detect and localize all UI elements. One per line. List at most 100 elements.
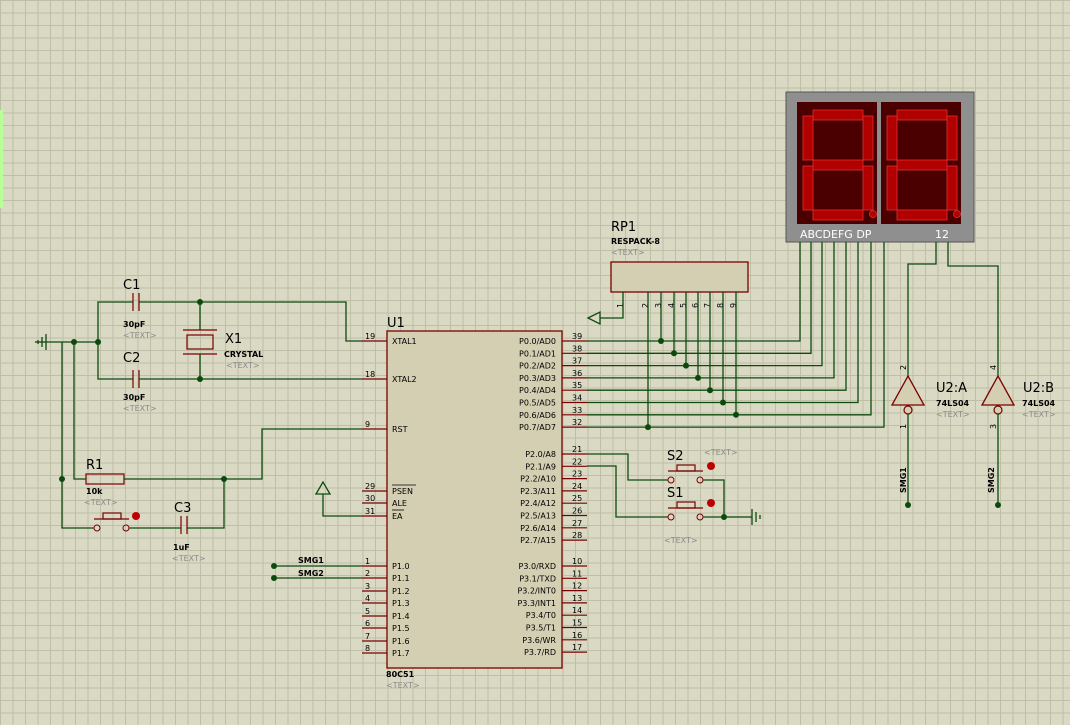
bus-wire bbox=[587, 242, 885, 428]
u1-pin-name: P0.3/AD3 bbox=[519, 374, 556, 383]
u2b-in-pin: 4 bbox=[989, 365, 998, 370]
u1-pin-number: 18 bbox=[365, 370, 375, 379]
u1-pin-number: 10 bbox=[572, 557, 582, 566]
u1-right-pins: 39P0.0/AD038P0.1/AD137P0.2/AD236P0.3/AD3… bbox=[517, 332, 587, 657]
segment bbox=[862, 115, 874, 161]
u1-pin-number: 2 bbox=[365, 569, 370, 578]
u1-pin-name: P0.6/AD6 bbox=[519, 411, 556, 420]
u1-pin-number: 34 bbox=[572, 394, 582, 403]
net-label-smg1: SMG1 bbox=[298, 556, 324, 565]
display-digits bbox=[802, 109, 961, 221]
u1-pin-number: 37 bbox=[572, 357, 582, 366]
s2-ref: S2 bbox=[667, 449, 684, 464]
ground-right-icon bbox=[740, 509, 761, 525]
selection-strip bbox=[0, 110, 3, 208]
u1-pin-name: P3.2/INT0 bbox=[517, 587, 556, 596]
rp1-pin-number: 6 bbox=[691, 303, 700, 308]
bus-wire bbox=[587, 242, 835, 379]
u1-pin-number: 11 bbox=[572, 569, 582, 578]
segment bbox=[886, 115, 898, 161]
u1-80c51[interactable]: U1 80C51 <TEXT> 19XTAL118XTAL29RST29PSEN… bbox=[362, 316, 587, 690]
u2b-inverter[interactable]: U2:B 74LS04 <TEXT> 4 3 bbox=[980, 365, 1056, 429]
u1-pin-name: XTAL2 bbox=[392, 375, 417, 384]
segment bbox=[896, 159, 948, 171]
u1-body[interactable] bbox=[386, 330, 563, 669]
u1-pin-name: PSEN bbox=[392, 487, 413, 496]
u1-text: <TEXT> bbox=[386, 681, 420, 690]
x1-value: CRYSTAL bbox=[224, 350, 263, 359]
u1-pin-name: P2.6/A14 bbox=[520, 524, 556, 533]
bus-wire bbox=[587, 242, 823, 367]
u1-pin-name: P1.5 bbox=[392, 624, 410, 633]
segment bbox=[802, 115, 814, 161]
u1-pin-number: 23 bbox=[572, 470, 582, 479]
decimal-point bbox=[869, 210, 877, 218]
u1-pin-name: P2.2/A10 bbox=[520, 475, 556, 484]
c1-capacitor[interactable]: C1 30pF <TEXT> bbox=[123, 278, 157, 340]
junction-dots bbox=[59, 299, 1001, 581]
bus-junction bbox=[695, 374, 701, 381]
c2-capacitor[interactable]: C2 30pF <TEXT> bbox=[123, 351, 157, 413]
bus-junction bbox=[733, 411, 739, 418]
u1-pin-name: P2.5/A13 bbox=[520, 512, 556, 521]
vcc-terminal-icon bbox=[314, 480, 332, 495]
u1-pin-name: P0.2/AD2 bbox=[519, 362, 556, 371]
c3-ref: C3 bbox=[174, 501, 191, 516]
u1-pin-name: P3.0/RXD bbox=[519, 562, 556, 571]
bus-junction bbox=[671, 350, 677, 357]
u1-pin-number: 32 bbox=[572, 418, 582, 427]
u1-pin-number: 21 bbox=[572, 445, 582, 454]
u1-pin-number: 7 bbox=[365, 632, 370, 641]
s1-switch[interactable]: S1 <TEXT> bbox=[664, 486, 715, 545]
u1-pin-number: 36 bbox=[572, 369, 582, 378]
u1-pin-name: P0.0/AD0 bbox=[519, 337, 556, 346]
rp1-pin-number: 9 bbox=[729, 303, 738, 308]
s1-text: <TEXT> bbox=[664, 536, 698, 545]
r1-resistor[interactable]: R1 10k <TEXT> bbox=[84, 458, 125, 507]
segment bbox=[812, 159, 864, 171]
bus-junction bbox=[683, 362, 689, 369]
u1-pin-name: ALE bbox=[392, 499, 407, 508]
u1-pin-number: 17 bbox=[572, 643, 582, 652]
x1-crystal[interactable]: X1 CRYSTAL <TEXT> bbox=[183, 329, 263, 370]
u1-pin-number: 38 bbox=[572, 344, 582, 353]
segment bbox=[812, 109, 864, 121]
u1-pin-name: P0.4/AD4 bbox=[519, 386, 556, 395]
c3-capacitor[interactable]: C3 1uF <TEXT> bbox=[172, 501, 206, 563]
u1-pin-name: P3.3/INT1 bbox=[517, 599, 556, 608]
power-terminal-icon bbox=[586, 310, 601, 326]
rp1-pin-number: 2 bbox=[641, 303, 650, 308]
net-label-smg1-u2a: SMG1 bbox=[899, 467, 908, 493]
u1-pin-number: 12 bbox=[572, 582, 582, 591]
seven-segment-display[interactable]: ABCDEFG DP 12 bbox=[785, 91, 975, 243]
c2-value: 30pF bbox=[123, 393, 145, 402]
u2b-out-pin: 3 bbox=[989, 424, 998, 429]
rp1-value: RESPACK-8 bbox=[611, 237, 660, 246]
u1-pin-name: P3.5/T1 bbox=[526, 624, 556, 633]
u1-pin-number: 26 bbox=[572, 507, 582, 516]
u1-pin-number: 30 bbox=[365, 494, 375, 503]
c3-value: 1uF bbox=[173, 543, 190, 552]
bus-wire bbox=[587, 242, 859, 404]
display-segment-labels: ABCDEFG DP bbox=[800, 228, 872, 241]
u2a-inverter[interactable]: U2:A 74LS04 <TEXT> 2 1 bbox=[890, 365, 970, 429]
s2-switch[interactable]: S2 <TEXT> bbox=[667, 448, 738, 484]
u1-pin-number: 39 bbox=[572, 332, 582, 341]
u2b-value: 74LS04 bbox=[1022, 399, 1056, 408]
s1-ref: S1 bbox=[667, 486, 684, 501]
u1-pin-number: 25 bbox=[572, 494, 582, 503]
u1-left-pins: 19XTAL118XTAL29RST29PSEN30ALE31EA1P1.02P… bbox=[362, 332, 417, 658]
rp1-pin-number: 8 bbox=[716, 303, 725, 308]
bus-junction bbox=[707, 387, 713, 394]
rp1-pin-number: 1 bbox=[616, 303, 625, 308]
c2-ref: C2 bbox=[123, 351, 140, 366]
u2a-text: <TEXT> bbox=[936, 410, 970, 419]
u1-pin-number: 24 bbox=[572, 482, 582, 491]
u1-pin-name: P2.7/A15 bbox=[520, 536, 556, 545]
net-label-smg2-u2b: SMG2 bbox=[987, 467, 996, 493]
c1-ref: C1 bbox=[123, 278, 140, 293]
u1-pin-name: P0.5/AD5 bbox=[519, 399, 556, 408]
u1-pin-name: P1.6 bbox=[392, 637, 410, 646]
